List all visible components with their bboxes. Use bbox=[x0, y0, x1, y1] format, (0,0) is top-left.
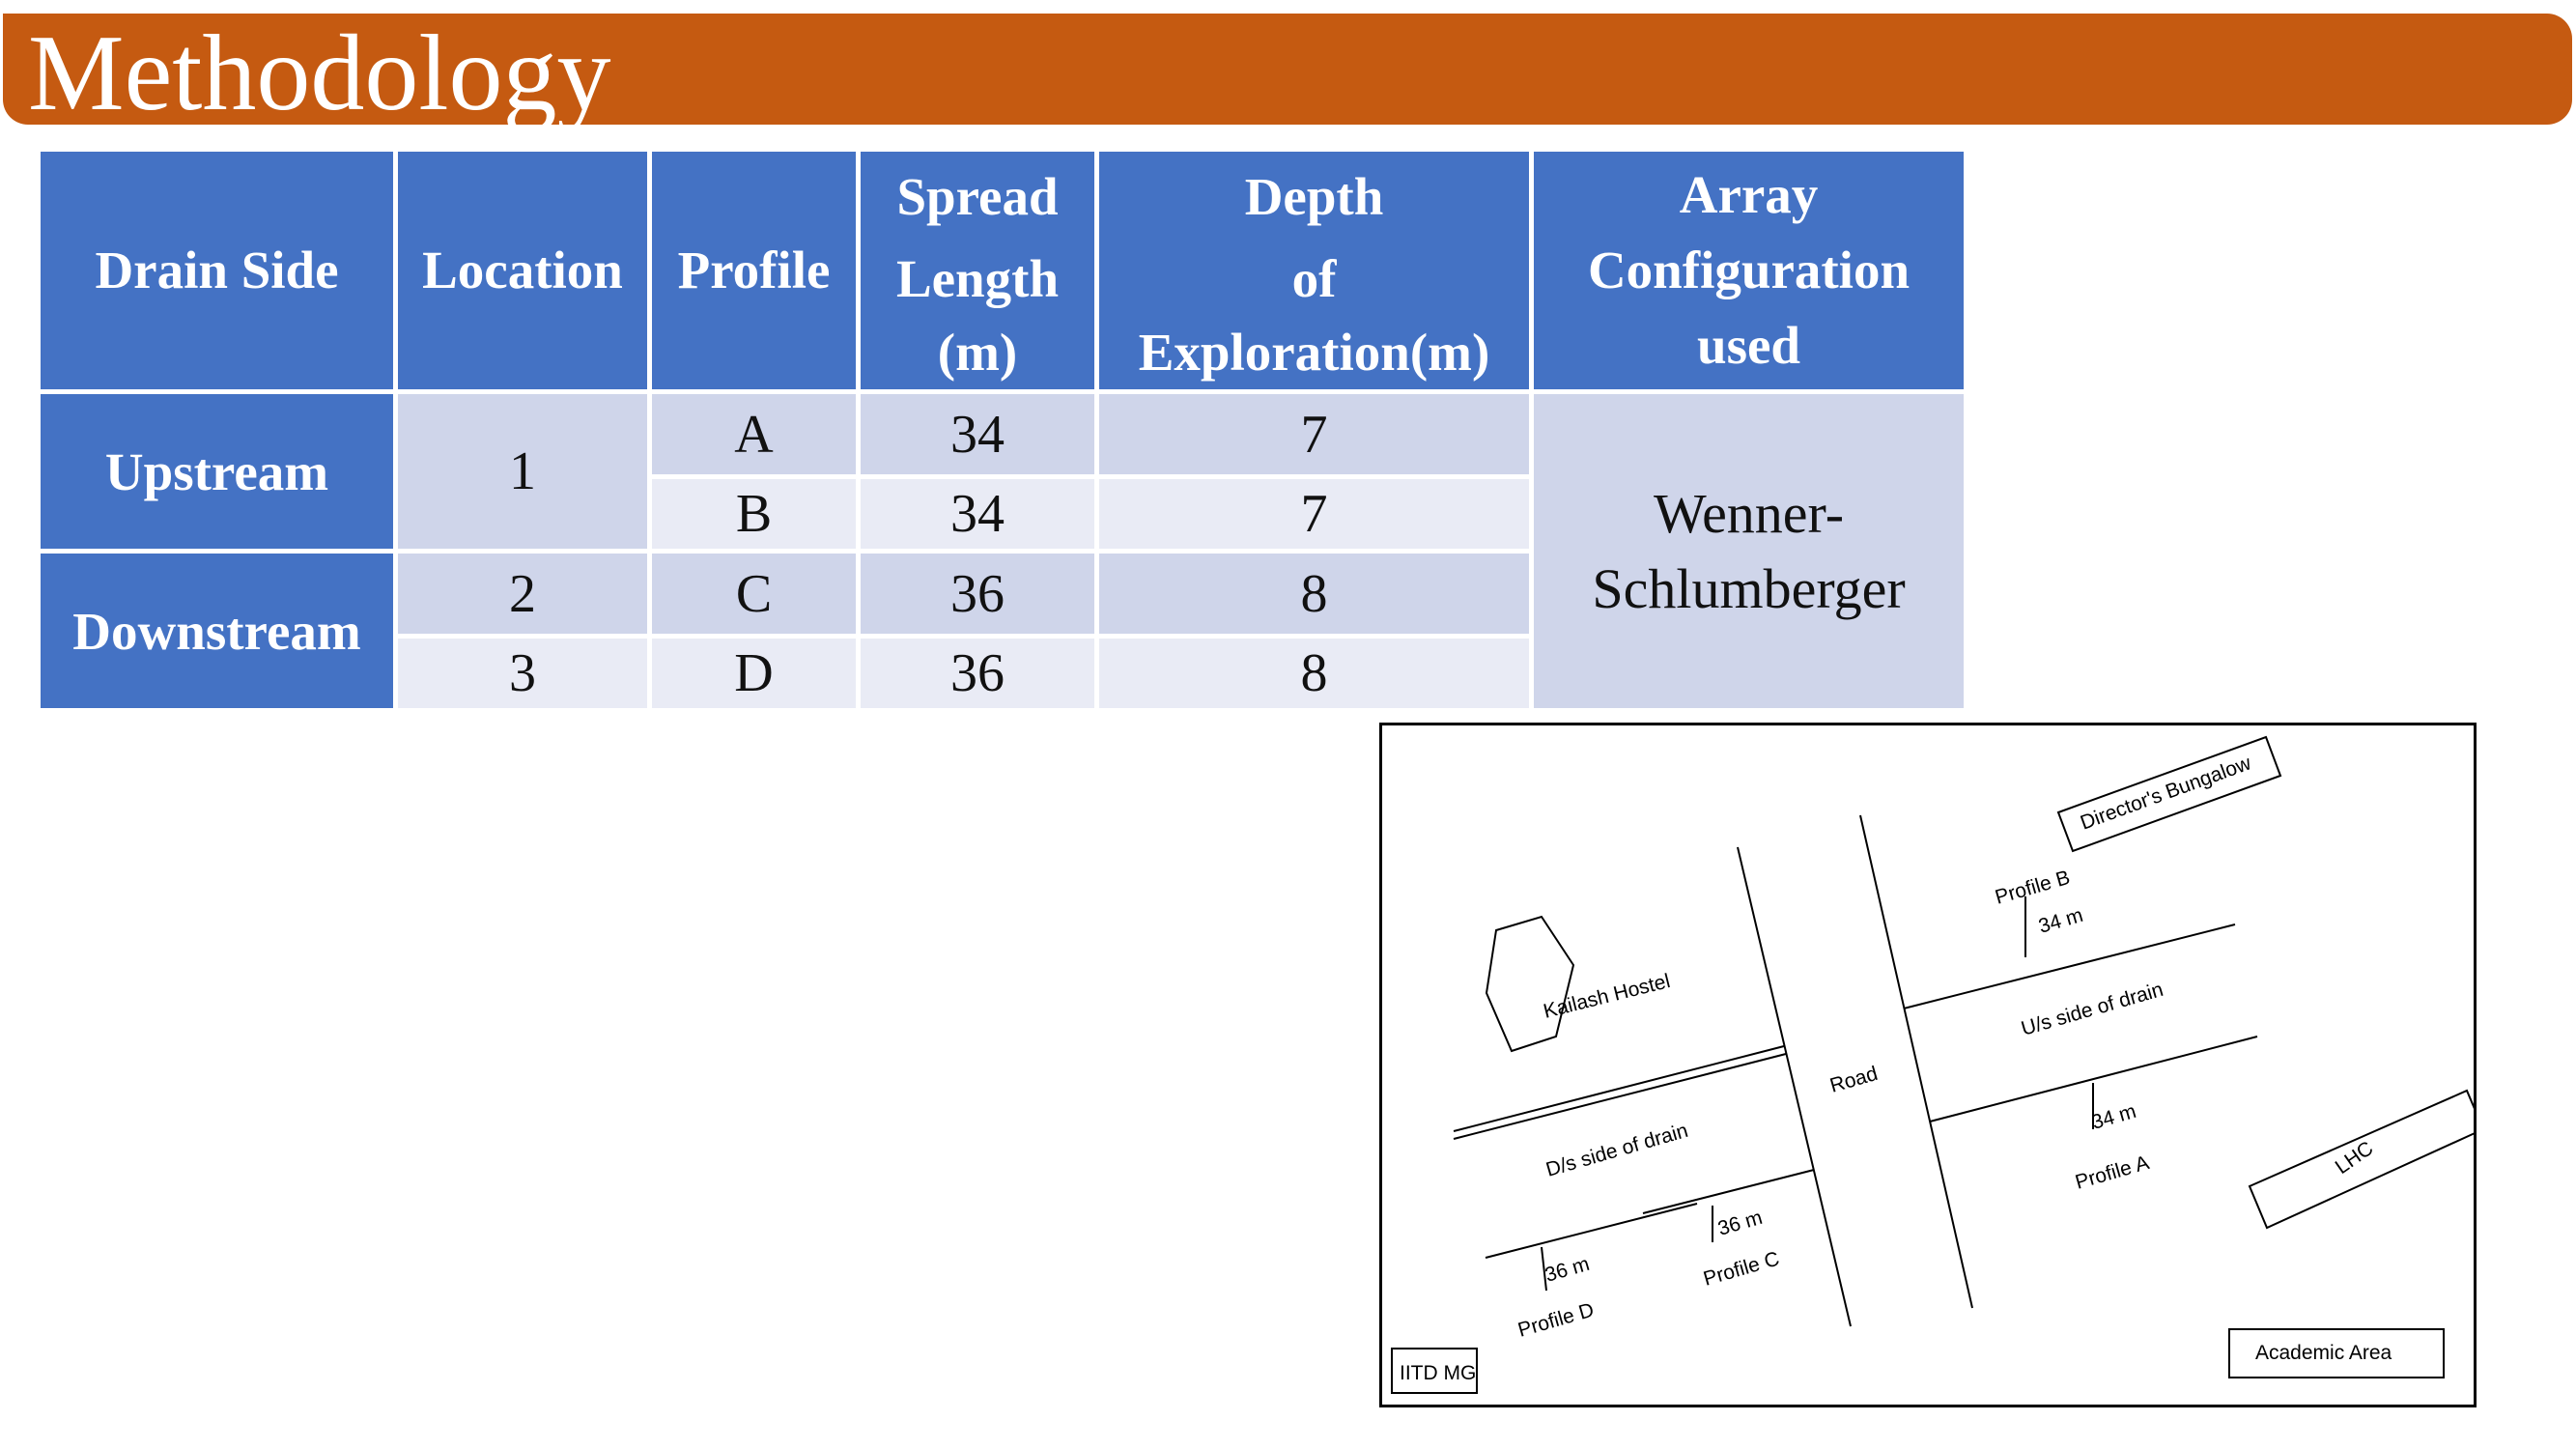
kailash-hostel-hexagon bbox=[1485, 915, 1575, 1053]
ds-drain-line-2 bbox=[1453, 1053, 1787, 1140]
table-row: B 34 7 bbox=[39, 474, 1967, 554]
group-upstream: Upstream bbox=[36, 389, 398, 554]
table-row: 3 D 36 8 bbox=[39, 634, 1967, 713]
label-kailash-hostel: Kailash Hostel bbox=[1542, 970, 1673, 1023]
label-us-side: U/s side of drain bbox=[2019, 979, 2166, 1040]
cell-spread: 34 bbox=[856, 389, 1099, 479]
ds-drain-line-lower-left bbox=[1485, 1203, 1698, 1259]
header-array-line-1: Array bbox=[1679, 165, 1819, 224]
cell-depth: 8 bbox=[1094, 549, 1534, 639]
header-drain-side: Drain Side bbox=[36, 147, 398, 394]
ds-drain-line-lower-right bbox=[1642, 1169, 1815, 1214]
header-array-line-2: Configuration bbox=[1587, 241, 1911, 299]
us-drain-line-upper bbox=[1903, 923, 2236, 1009]
label-length-c: 36 m bbox=[1715, 1207, 1765, 1240]
ds-drain-line-1 bbox=[1453, 1045, 1785, 1132]
header-depth-of-exploration: Depth of Exploration(m) bbox=[1094, 147, 1534, 394]
profile-d-tick bbox=[1541, 1246, 1547, 1292]
table-row: Upstream 1 A 34 7 Wenner- Schlumberger bbox=[36, 389, 1968, 713]
cell-profile: B bbox=[647, 474, 861, 554]
header-depth-line-1: Depth bbox=[1244, 167, 1384, 226]
label-length-d: 36 m bbox=[1543, 1253, 1592, 1287]
road-edge-right bbox=[1859, 814, 1973, 1309]
header-spread-line-2: Length bbox=[895, 249, 1060, 308]
label-ds-side: D/s side of drain bbox=[1543, 1120, 1690, 1181]
cell-location: 2 bbox=[393, 549, 652, 639]
cell-spread: 34 bbox=[856, 474, 1099, 554]
cell-array-configuration: Wenner- Schlumberger bbox=[1529, 389, 1968, 713]
cell-profile: A bbox=[647, 389, 861, 479]
cell-spread: 36 bbox=[856, 634, 1099, 713]
header-spread-length: Spread Length (m) bbox=[856, 147, 1099, 394]
group-downstream: Downstream bbox=[36, 549, 398, 713]
header-profile: Profile bbox=[647, 147, 861, 394]
label-directors-bungalow: Director's Bungalow bbox=[2078, 752, 2255, 835]
cell-location: 3 bbox=[393, 634, 652, 713]
label-road: Road bbox=[1827, 1063, 1881, 1097]
label-iitd-mg: IITD MG bbox=[1400, 1362, 1476, 1384]
label-lhc: LHC bbox=[2332, 1137, 2378, 1179]
site-map-drawing: Director's Bungalow Profile B 34 m Kaila… bbox=[1391, 735, 2474, 1394]
cell-profile: D bbox=[647, 634, 861, 713]
cell-depth: 7 bbox=[1094, 389, 1534, 479]
methodology-table: Drain Side Location Profile Spread Lengt… bbox=[36, 147, 1968, 713]
header-depth-line-3: Exploration(m) bbox=[1138, 323, 1490, 382]
cell-depth: 7 bbox=[1094, 474, 1534, 554]
header-array-configuration: Array Configuration used bbox=[1529, 147, 1968, 394]
array-config-line-2: Schlumberger bbox=[1592, 556, 1906, 620]
label-profile-a: Profile A bbox=[2073, 1151, 2152, 1194]
us-drain-line-lower bbox=[1929, 1036, 2258, 1122]
cell-depth: 8 bbox=[1094, 634, 1534, 713]
iitd-mg-box bbox=[1391, 1348, 1478, 1394]
academic-area-box bbox=[2228, 1328, 2445, 1378]
road-edge-left bbox=[1737, 846, 1852, 1327]
title-banner: Methodology bbox=[3, 14, 2572, 133]
lhc-box bbox=[2248, 1089, 2474, 1230]
header-spread-line-1: Spread bbox=[896, 167, 1059, 226]
label-profile-b: Profile B bbox=[1993, 867, 2073, 909]
page-title: Methodology bbox=[28, 14, 611, 133]
directors-bungalow-box bbox=[2056, 735, 2282, 853]
header-location: Location bbox=[393, 147, 652, 394]
header-array-line-3: used bbox=[1697, 316, 1800, 375]
label-profile-c: Profile C bbox=[1701, 1247, 1782, 1290]
label-length-b: 34 m bbox=[2036, 904, 2085, 938]
cell-spread: 36 bbox=[856, 549, 1099, 639]
label-profile-d: Profile D bbox=[1515, 1298, 1597, 1341]
cell-profile: C bbox=[647, 549, 861, 639]
table-header-row: Drain Side Location Profile Spread Lengt… bbox=[36, 147, 1968, 394]
cell-location: 1 bbox=[393, 389, 652, 554]
header-depth-line-2: of bbox=[1291, 249, 1337, 308]
site-map: Director's Bungalow Profile B 34 m Kaila… bbox=[1379, 723, 2477, 1407]
array-config-line-1: Wenner- bbox=[1653, 481, 1845, 545]
label-academic-area: Academic Area bbox=[2255, 1342, 2392, 1364]
header-spread-line-3: (m) bbox=[937, 323, 1018, 382]
table-row: Downstream 2 C 36 8 bbox=[36, 549, 1967, 713]
label-length-a: 34 m bbox=[2089, 1100, 2138, 1134]
